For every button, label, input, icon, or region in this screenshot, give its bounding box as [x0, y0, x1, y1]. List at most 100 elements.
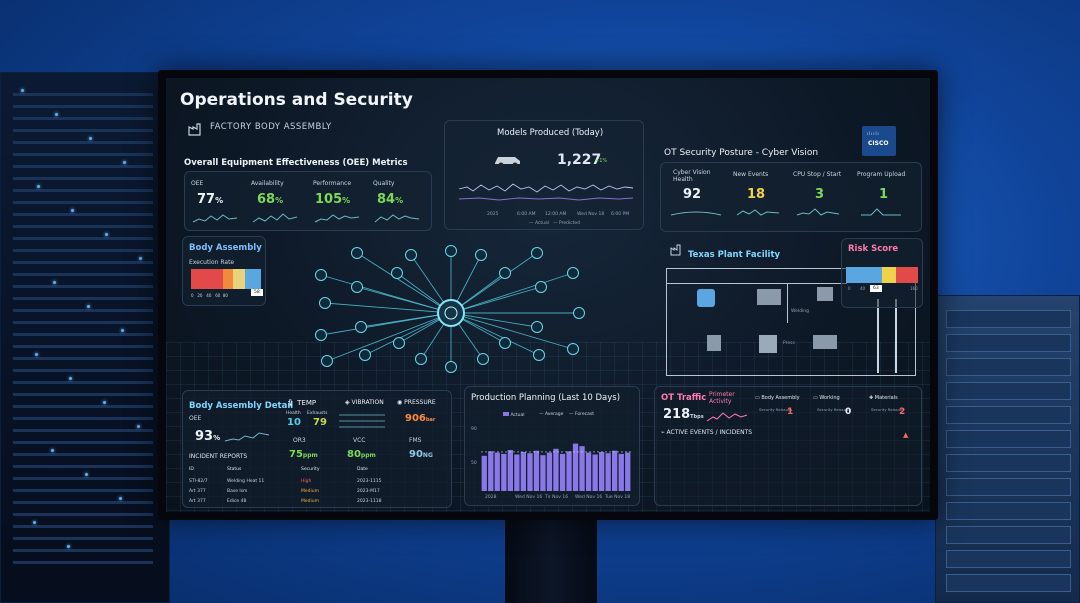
rack-led	[21, 89, 24, 92]
hub-link	[360, 312, 452, 328]
rack-led	[123, 161, 126, 164]
device-node-icon[interactable]	[393, 337, 405, 349]
rack-slot	[13, 345, 153, 348]
rack-slot	[13, 321, 153, 324]
rack-slot	[13, 129, 153, 132]
models-x-4: 6:00 PM	[611, 212, 630, 217]
network-hub-icon[interactable]	[437, 299, 465, 327]
legend-forecast: — Forecast	[569, 412, 594, 417]
device-node-icon[interactable]	[477, 353, 489, 365]
security-sparklines	[670, 208, 901, 216]
rack-slot	[13, 249, 153, 252]
rack-unit	[946, 310, 1071, 328]
device-node-icon[interactable]	[405, 249, 417, 261]
alert-icon[interactable]: ▲	[903, 431, 909, 439]
device-node-icon[interactable]	[315, 269, 327, 281]
rack-slot	[13, 153, 153, 156]
device-node-icon[interactable]	[573, 307, 585, 319]
incident-cell-2-1: Edice 48	[227, 499, 247, 504]
cat-working: ▭ Working	[813, 395, 840, 401]
rack-led	[87, 305, 90, 308]
oee-panel: OEE 77% Availability 68% Performance 105…	[184, 171, 432, 231]
rack-led	[103, 401, 106, 404]
production-bar-19	[605, 453, 611, 491]
device-node-icon[interactable]	[499, 337, 511, 349]
cv-health-label: Cyber Vision Health	[673, 169, 711, 183]
device-node-icon[interactable]	[475, 249, 487, 261]
device-node-icon[interactable]	[321, 355, 333, 367]
hub-link	[364, 312, 452, 356]
risk-marker: 63	[870, 285, 882, 292]
upload-value: 1	[879, 187, 889, 202]
device-node-icon[interactable]	[535, 281, 547, 293]
device-node-icon[interactable]	[319, 297, 331, 309]
device-node-icon[interactable]	[445, 245, 457, 257]
rack-slot	[13, 357, 153, 360]
production-bar-14	[572, 443, 579, 491]
production-bar-5	[514, 454, 520, 491]
incident-col-2: Security	[301, 467, 320, 472]
incident-title: INCIDENT REPORTS	[189, 453, 248, 460]
rack-slot	[13, 489, 153, 492]
ytick-50: 50	[471, 461, 477, 466]
device-node-icon[interactable]	[445, 361, 457, 373]
conveyor	[877, 299, 897, 373]
detail-title: Body Assembly Detail	[189, 401, 294, 411]
device-node-icon[interactable]	[359, 349, 371, 361]
vcc-value: 80ppm	[347, 449, 376, 460]
rack-unit	[946, 430, 1071, 448]
rack-unit	[946, 382, 1071, 400]
rack-slot	[13, 165, 153, 168]
device-node-icon[interactable]	[567, 267, 579, 279]
xtick-3: Wed Nov 16	[575, 495, 603, 500]
device-node-icon[interactable]	[351, 281, 363, 293]
legend-average: — Average	[539, 412, 564, 417]
execution-rate-label: Execution Rate	[189, 259, 235, 266]
production-bar-chart	[481, 443, 631, 491]
device-node-icon[interactable]	[533, 349, 545, 361]
production-bar-18	[599, 452, 605, 491]
oee-sparklines	[192, 213, 420, 223]
models-title: Models Produced (Today)	[497, 128, 604, 138]
rack-slot	[13, 105, 153, 108]
page-subtitle: FACTORY BODY ASSEMBLY	[210, 122, 332, 132]
rack-slot	[13, 237, 153, 240]
device-node-icon[interactable]	[415, 353, 427, 365]
models-legend-predicted: — Predicted	[553, 221, 581, 226]
ot-traffic-value: 218Tbps	[663, 407, 704, 422]
device-node-icon[interactable]	[531, 247, 543, 259]
factory-icon-plant	[670, 244, 681, 256]
rack-slot	[13, 441, 153, 444]
rack-unit	[946, 502, 1071, 520]
production-bar-2	[494, 452, 500, 491]
incident-col-0: ID	[189, 467, 194, 472]
rack-unit	[946, 574, 1071, 592]
device-node-icon[interactable]	[499, 267, 511, 279]
pressure-label: ◉ PRESSURE	[397, 399, 436, 406]
device-node-icon[interactable]	[391, 267, 403, 279]
execution-rate-ticks: 0 20 40 60 80	[191, 293, 228, 298]
rack-led	[37, 185, 40, 188]
device-node-icon[interactable]	[351, 247, 363, 259]
device-node-icon[interactable]	[567, 343, 579, 355]
or3-label: OR3	[293, 437, 306, 444]
detail-oee-value: 93%	[195, 429, 221, 444]
device-node-icon[interactable]	[315, 329, 327, 341]
rack-slot	[13, 201, 153, 204]
rack-slot	[13, 429, 153, 432]
active-events-title: ⌁ ACTIVE EVENTS / INCIDENTS	[661, 429, 753, 436]
page-title: Operations and Security	[180, 90, 413, 110]
device-node-icon[interactable]	[355, 321, 367, 333]
incident-cell-1-0: Art 377	[189, 489, 206, 494]
production-bar-8	[533, 450, 540, 491]
rack-led	[105, 233, 108, 236]
device-node-icon[interactable]	[531, 321, 543, 333]
security-title: OT Security Posture - Cyber Vision	[664, 148, 819, 158]
ytick-90: 90	[471, 427, 477, 432]
performance-label: Performance	[313, 180, 352, 187]
vibration-label: ◈ VIBRATION	[345, 399, 384, 406]
rack-led	[35, 353, 38, 356]
incident-cell-0-1: Welding Heat 11	[227, 479, 265, 484]
dashboard-screen: Operations and Security FACTORY BODY ASS…	[166, 78, 930, 512]
models-x-1: 6:00 AM	[517, 212, 536, 217]
